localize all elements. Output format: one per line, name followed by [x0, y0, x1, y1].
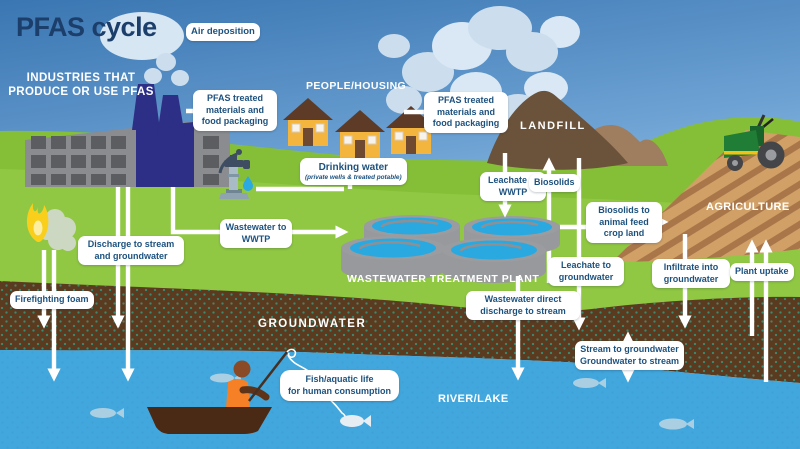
- section-industries-line2: PRODUCE OR USE PFAS: [8, 85, 154, 98]
- label-drinking-water-main: Drinking water: [318, 162, 389, 173]
- label-wastewater-direct-discharge: Wastewater direct discharge to stream: [466, 291, 580, 321]
- section-river-lake: RIVER/LAKE: [438, 393, 509, 405]
- boat-icon: [147, 407, 272, 434]
- section-industries: INDUSTRIES THAT PRODUCE OR USE PFAS: [6, 72, 156, 100]
- fish-icons: [90, 373, 694, 430]
- label-plant-uptake: Plant uptake: [730, 263, 794, 281]
- water-pump-icon: [218, 149, 253, 199]
- label-firefighting-foam: Firefighting foam: [10, 291, 94, 309]
- treatment-tank-icon: [341, 236, 445, 281]
- label-pfas-treated-to-housing: PFAS treated materials and food packagin…: [193, 90, 277, 132]
- label-pfas-treated-to-landfill: PFAS treated materials and food packagin…: [424, 92, 508, 134]
- label-fish-consumption: Fish/aquatic life for human consumption: [280, 370, 399, 402]
- section-groundwater: GROUNDWATER: [258, 318, 367, 330]
- section-landfill: LANDFILL: [520, 120, 586, 132]
- label-groundwater-to-stream: Groundwater to stream: [580, 355, 680, 366]
- label-stream-groundwater-exchange: Stream to groundwater Groundwater to str…: [575, 341, 685, 371]
- water-drop-icon: [243, 176, 253, 191]
- fisherman: [226, 379, 250, 408]
- wwtp-tanks: [341, 215, 560, 283]
- factory-illustration: [25, 84, 230, 187]
- label-biosolids-to-animal-feed: Biosolids to animal feed crop land: [586, 202, 662, 244]
- label-stream-to-groundwater: Stream to groundwater: [580, 344, 679, 354]
- house-icon: [283, 98, 333, 146]
- label-fish-consumption-line2: for human consumption: [288, 385, 391, 396]
- firefighting-foam-icon: [26, 203, 76, 251]
- label-biosolids: Biosolids: [529, 174, 580, 192]
- fish-icon: [659, 418, 694, 430]
- section-people-housing: PEOPLE/HOUSING: [306, 80, 407, 92]
- section-industries-line1: INDUSTRIES THAT: [26, 72, 136, 84]
- smokestack: [132, 84, 160, 130]
- fishing-rod-icon: [248, 351, 288, 402]
- label-fish-consumption-line1: Fish/aquatic life: [305, 374, 374, 384]
- fish-icon: [573, 378, 606, 388]
- label-drinking-water-note: (private wells & treated potable): [305, 174, 402, 181]
- house-icon: [386, 106, 436, 154]
- tractor-icon: [724, 114, 785, 171]
- houses-illustration: [283, 98, 436, 158]
- fish-icon: [90, 408, 124, 418]
- label-drinking-water: Drinking water (private wells & treated …: [300, 158, 407, 186]
- smokestack: [157, 95, 185, 136]
- caught-fish-icon: [340, 415, 371, 427]
- house-icon: [335, 110, 385, 158]
- section-agriculture: AGRICULTURE: [706, 201, 790, 213]
- section-wwtp: WASTEWATER TREATMENT PLANT: [347, 273, 540, 285]
- label-infiltrate-into-groundwater: Infiltrate into groundwater: [652, 259, 730, 289]
- fisherman-boat: [147, 348, 371, 434]
- label-air-deposition: Air deposition: [186, 23, 260, 42]
- label-discharge-to-stream-groundwater: Discharge to stream and groundwater: [78, 236, 184, 266]
- treatment-tank-icon: [442, 238, 546, 283]
- label-wastewater-to-wwtp: Wastewater to WWTP: [220, 219, 292, 249]
- landfill-mound: [487, 90, 628, 170]
- label-leachate-to-groundwater: Leachate to groundwater: [548, 257, 624, 287]
- page-title: PFAS cycle: [16, 12, 157, 42]
